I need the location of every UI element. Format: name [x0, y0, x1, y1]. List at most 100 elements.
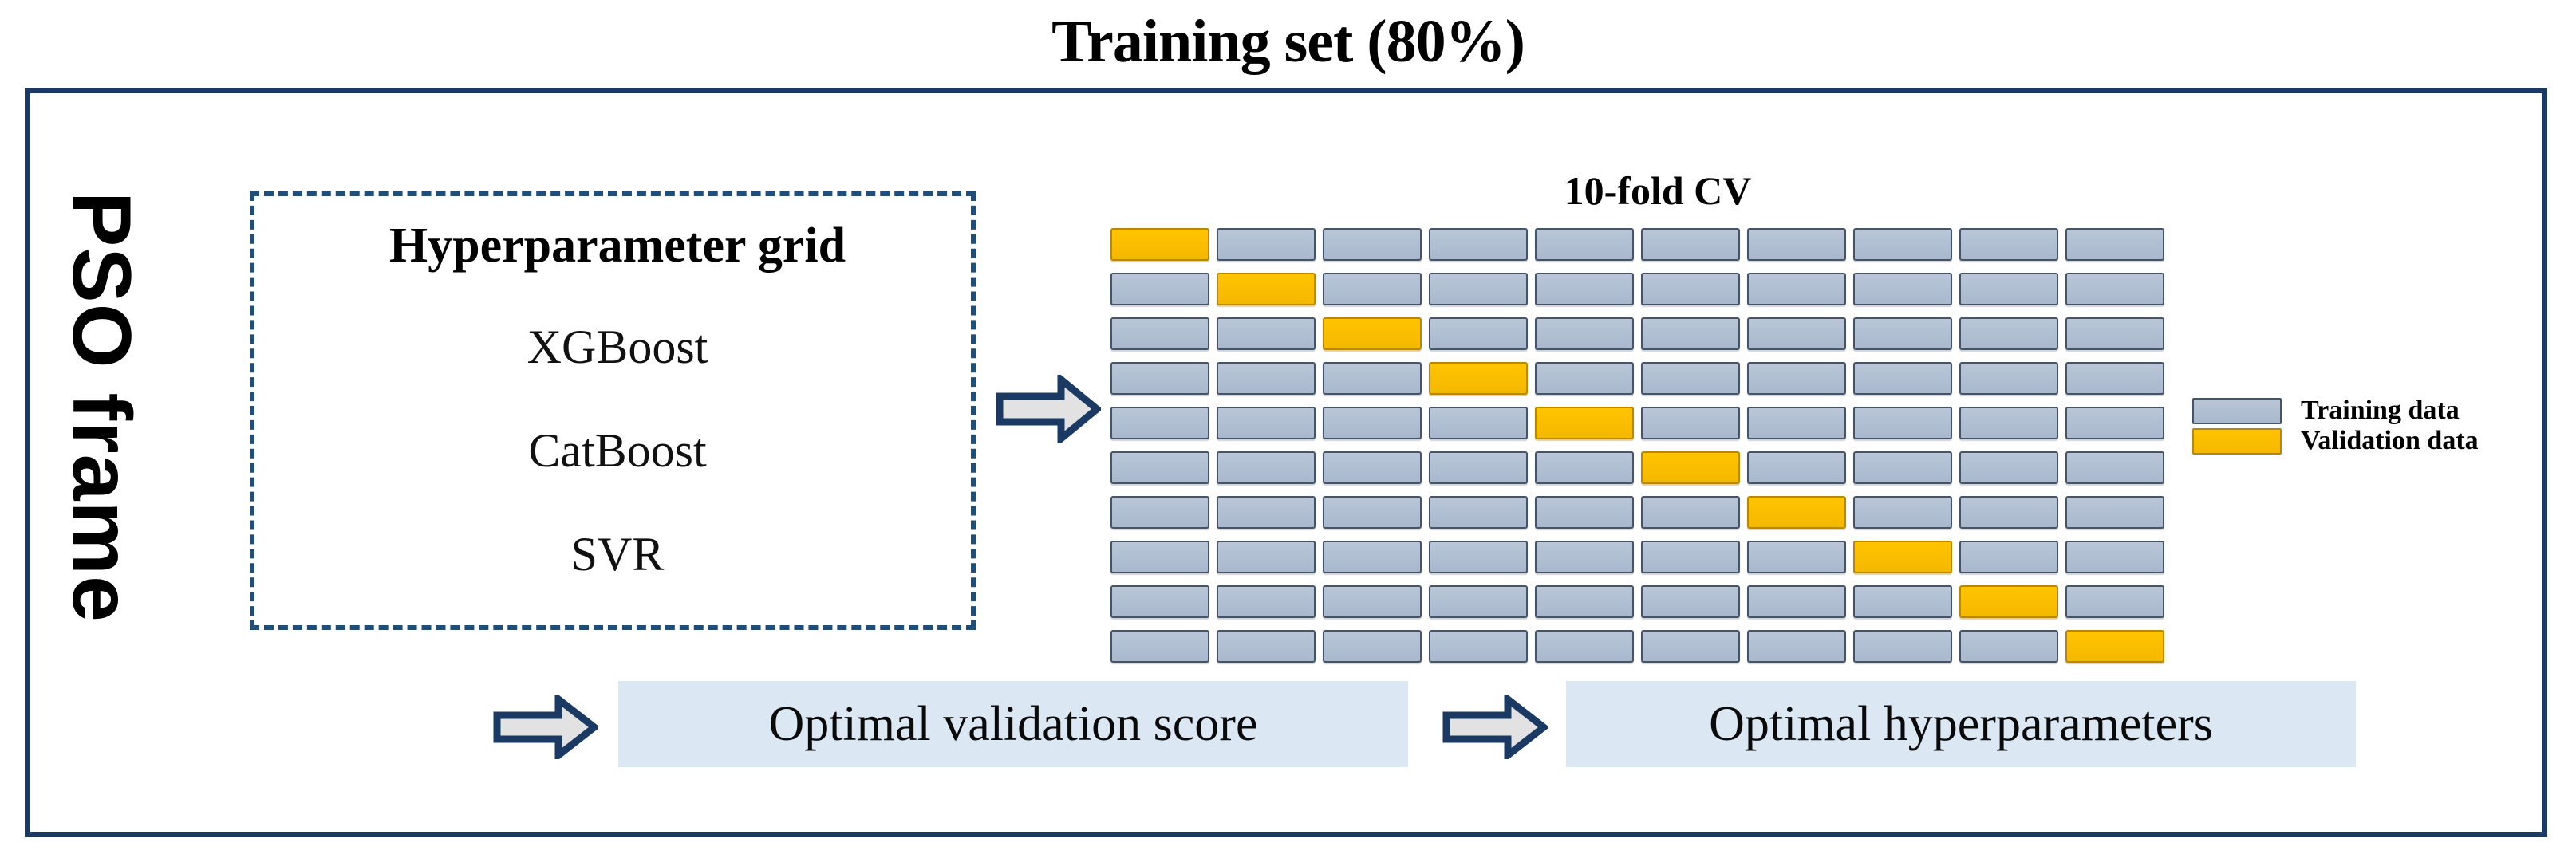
cv-cell-training — [1535, 541, 1634, 573]
cv-cell-training — [1853, 407, 1952, 439]
cv-cell-training — [1959, 496, 2058, 529]
cv-heading: 10-fold CV — [1564, 168, 1752, 213]
cv-cell-training — [1429, 630, 1528, 663]
cv-cell-training — [1747, 228, 1846, 261]
cv-cell-training — [2065, 317, 2164, 350]
cv-cell-training — [1747, 273, 1846, 305]
cv-cell-training — [1217, 496, 1316, 529]
cv-cell-training — [1535, 273, 1634, 305]
cv-cell-training — [1959, 541, 2058, 573]
legend-swatch-training-icon — [2192, 397, 2282, 424]
cv-cell-training — [1217, 407, 1316, 439]
cv-cell-training — [1853, 630, 1952, 663]
cv-cell-training — [1641, 585, 1740, 618]
page-title: Training set (80%) — [1051, 8, 1525, 75]
cv-cell-validation — [2065, 630, 2164, 663]
cv-cell-training — [1217, 362, 1316, 395]
cv-cell-training — [2065, 451, 2164, 484]
cv-cell-training — [1959, 451, 2058, 484]
cv-cell-training — [1110, 407, 1209, 439]
cv-cell-training — [1429, 496, 1528, 529]
legend-swatch-validation-icon — [2192, 427, 2282, 455]
pso-frame-label: PSO frame — [55, 191, 148, 623]
cv-cell-validation — [1217, 273, 1316, 305]
cv-cell-training — [1853, 451, 1952, 484]
model-item-svr: SVR — [570, 528, 665, 581]
cv-cell-training — [1959, 362, 2058, 395]
cv-cell-training — [1217, 541, 1316, 573]
cv-cell-training — [1110, 585, 1209, 618]
cv-cell-training — [1429, 585, 1528, 618]
cv-cell-training — [1747, 585, 1846, 618]
cv-cell-training — [2065, 407, 2164, 439]
cv-cell-training — [1641, 228, 1740, 261]
cv-cell-training — [1110, 273, 1209, 305]
cv-cell-training — [1641, 630, 1740, 663]
cv-cell-training — [1535, 496, 1634, 529]
cv-cell-training — [1110, 317, 1209, 350]
cv-cell-training — [1535, 362, 1634, 395]
cv-cell-validation — [1323, 317, 1422, 350]
model-item-xgboost: XGBoost — [527, 321, 708, 373]
legend-item-training: Training data — [2192, 396, 2479, 426]
cv-cell-training — [1429, 407, 1528, 439]
cv-cell-validation — [1641, 451, 1740, 484]
arrow-right-icon-to-cv — [996, 375, 1101, 443]
optimal-validation-score-box: Optimal validation score — [618, 681, 1408, 767]
cv-cell-training — [1110, 630, 1209, 663]
cv-cell-training — [1959, 228, 2058, 261]
cv-cell-training — [1959, 407, 2058, 439]
cv-cell-training — [1110, 362, 1209, 395]
cv-cell-training — [1323, 541, 1422, 573]
cv-cell-training — [1323, 407, 1422, 439]
cv-cell-training — [1323, 451, 1422, 484]
legend-label-training: Training data — [2301, 396, 2460, 425]
cv-cell-training — [1853, 273, 1952, 305]
cv-cell-training — [1217, 228, 1316, 261]
cv-cell-training — [1641, 362, 1740, 395]
cv-cell-training — [1217, 585, 1316, 618]
cv-cell-training — [1323, 630, 1422, 663]
cv-cell-training — [1641, 317, 1740, 350]
hyperparameter-grid-box: Hyperparameter grid XGBoost CatBoost SVR — [250, 191, 976, 630]
arrow-right-icon-to-hyperparameters — [1442, 695, 1548, 759]
cv-cell-training — [1535, 451, 1634, 484]
cv-cell-training — [1535, 317, 1634, 350]
cv-cell-training — [1747, 362, 1846, 395]
cv-cell-training — [1959, 273, 2058, 305]
cv-cell-training — [1323, 273, 1422, 305]
cv-cell-validation — [1747, 496, 1846, 529]
legend-label-validation: Validation data — [2301, 426, 2479, 455]
cv-cell-training — [1429, 228, 1528, 261]
cv-cell-training — [2065, 362, 2164, 395]
cv-cell-training — [1641, 407, 1740, 439]
cv-cell-training — [1641, 273, 1740, 305]
cv-cell-training — [1217, 630, 1316, 663]
optimal-hyperparameters-box: Optimal hyperparameters — [1566, 681, 2356, 767]
cv-cell-training — [1110, 496, 1209, 529]
legend-item-validation: Validation data — [2192, 426, 2479, 456]
cv-cell-training — [1959, 630, 2058, 663]
cv-cell-training — [1535, 228, 1634, 261]
cv-cell-training — [1217, 317, 1316, 350]
cv-cell-training — [1535, 630, 1634, 663]
model-item-catboost: CatBoost — [528, 424, 707, 477]
cv-cell-training — [1641, 541, 1740, 573]
cv-cell-training — [1853, 585, 1952, 618]
cv-cell-validation — [1110, 228, 1209, 261]
cv-cell-training — [1429, 451, 1528, 484]
cv-cell-training — [1535, 585, 1634, 618]
cv-cell-training — [1959, 317, 2058, 350]
cv-cell-validation — [1535, 407, 1634, 439]
cv-cell-training — [1747, 541, 1846, 573]
cv-cell-training — [1323, 362, 1422, 395]
cv-cell-training — [1110, 541, 1209, 573]
cv-cell-training — [1853, 228, 1952, 261]
cv-fold-grid — [1110, 228, 2164, 669]
cv-cell-training — [2065, 228, 2164, 261]
cv-cell-validation — [1959, 585, 2058, 618]
cv-cell-training — [1429, 273, 1528, 305]
cv-cell-training — [1217, 451, 1316, 484]
cv-cell-training — [1429, 317, 1528, 350]
cv-cell-training — [1747, 407, 1846, 439]
